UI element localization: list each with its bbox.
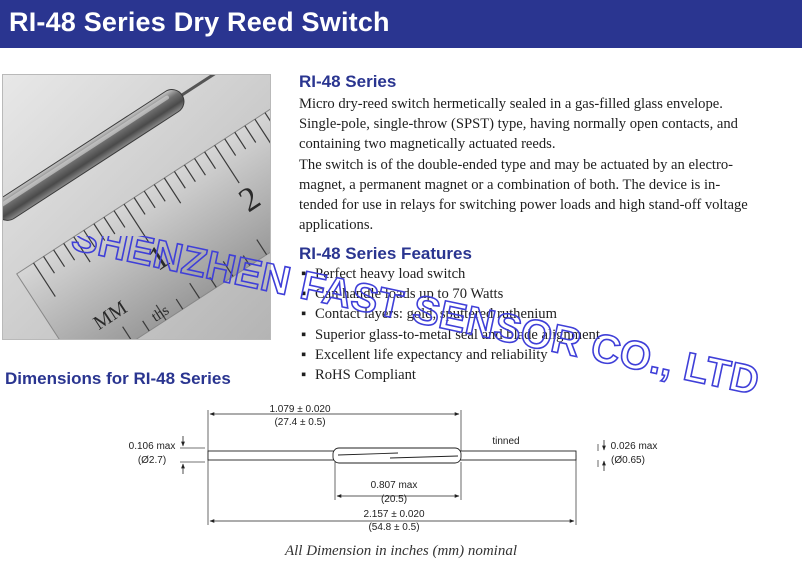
diameter-mm: (Ø2.7) (138, 455, 166, 466)
bullet-icon: ▪ (301, 266, 307, 282)
feature-item: ▪ Excellent life expectancy and reliabili… (299, 345, 600, 365)
diameter-inch: 0.106 max (129, 441, 176, 452)
bullet-icon: ▪ (301, 286, 307, 303)
description-line: tended for use in relays for switching p… (299, 197, 748, 214)
reed-switch-photo: 1 2 MM ths (3, 75, 270, 339)
page-title: RI-48 Series Dry Reed Switch (9, 7, 390, 37)
series-description: Micro dry-reed switch hermetically seale… (299, 94, 799, 235)
title-bar: RI-48 Series Dry Reed Switch (0, 0, 802, 48)
feature-item: ▪ RoHS Compliant (299, 365, 600, 385)
description-line: containing two magnetically actuated ree… (299, 136, 556, 153)
bullet-icon: ▪ (301, 306, 307, 323)
dimension-drawing: 1.079 ± 0.020 (27.4 ± 0.5) 0.106 max (Ø2… (129, 404, 658, 533)
features-list: ▪ Perfect heavy load switch ▪ Can handle l… (299, 264, 600, 385)
bullet-icon: ▪ (301, 346, 307, 363)
glass-length-inch: 1.079 ± 0.020 (269, 404, 331, 415)
overall-length-mm: (54.8 ± 0.5) (368, 522, 419, 533)
feature-text: Contact layers: gold, sputtered rutheniu… (315, 306, 557, 323)
description-line: Single-pole, single-throw (SPST) type, h… (299, 116, 738, 133)
feature-item: ▪ Can handle loads up to 70 Watts (299, 284, 600, 304)
feature-item: ▪ Superior glass-to-metal seal and blade … (299, 325, 600, 345)
lead-diameter-mm: (Ø0.65) (611, 455, 645, 466)
description-line: Micro dry-reed switch hermetically seale… (299, 96, 723, 112)
lead-diameter-inch: 0.026 max (611, 441, 658, 452)
features-heading: RI-48 Series Features (299, 244, 472, 263)
dimension-note: All Dimension in inches (mm) nominal (284, 543, 518, 559)
glass-length-mm: (27.4 ± 0.5) (274, 417, 325, 428)
lead-finish-label: tinned (492, 436, 519, 447)
bullet-icon: ▪ (301, 326, 307, 343)
feature-text: Perfect heavy load switch (315, 266, 466, 282)
feature-item: ▪ Perfect heavy load switch (299, 264, 600, 284)
description-line: applications. (299, 217, 374, 234)
feature-text: Superior glass-to-metal seal and blade a… (315, 326, 600, 343)
feature-text: RoHS Compliant (315, 367, 416, 384)
series-heading: RI-48 Series (299, 72, 397, 91)
product-photo: 1 2 MM ths (2, 74, 271, 340)
overlap-inch: 0.807 max (371, 480, 418, 491)
feature-item: ▪ Contact layers: gold, sputtered rutheni… (299, 304, 600, 324)
feature-text: Excellent life expectancy and reliabilit… (315, 346, 548, 363)
description-line: The switch is of the double-ended type a… (299, 156, 734, 173)
overall-length-inch: 2.157 ± 0.020 (363, 509, 425, 520)
overlap-mm: (20.5) (381, 494, 407, 505)
description-line: magnet, a permanent magnet or a combinat… (299, 176, 721, 193)
bullet-icon: ▪ (301, 367, 307, 384)
feature-text: Can handle loads up to 70 Watts (315, 286, 504, 303)
dimensions-heading: Dimensions for RI-48 Series (5, 369, 231, 388)
